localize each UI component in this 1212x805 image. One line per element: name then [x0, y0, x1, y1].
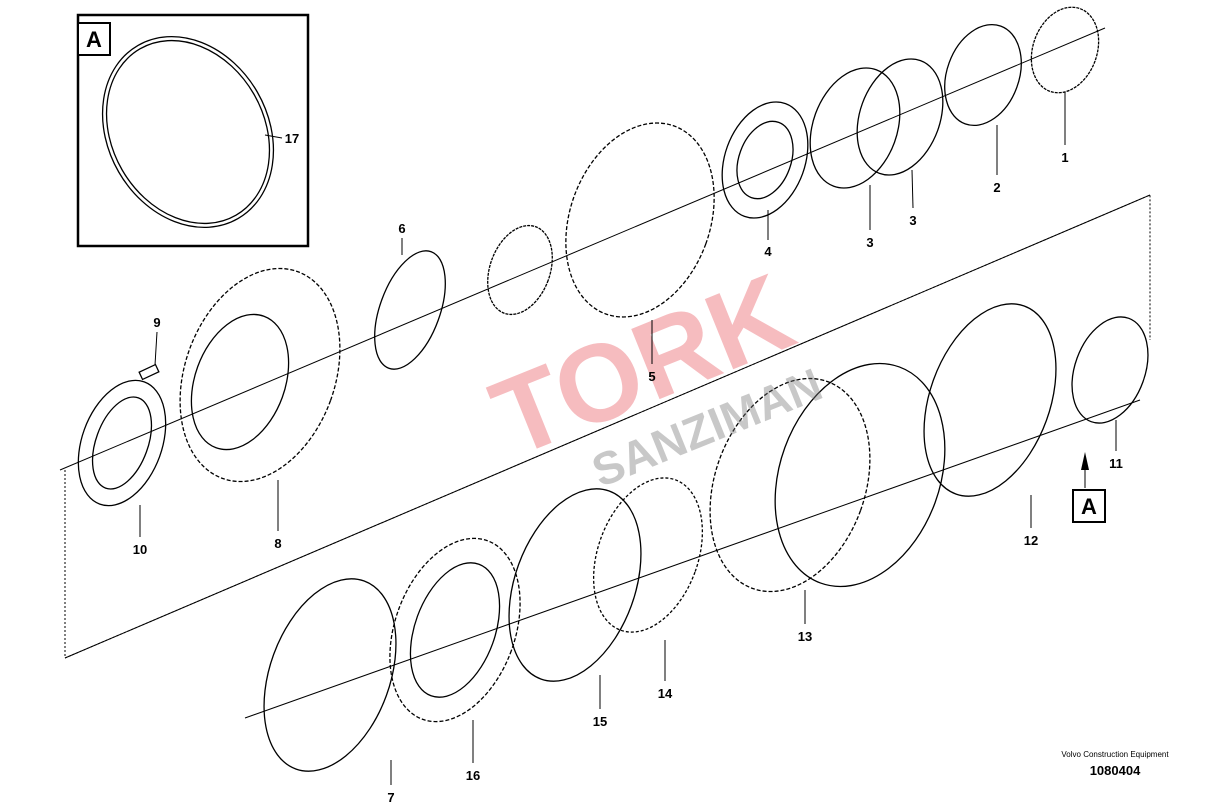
callout-10: 10 [133, 542, 147, 557]
part-5-spline [487, 224, 553, 316]
part-15-disc [508, 488, 642, 682]
callout-3: 3 [866, 235, 873, 250]
callout-5: 5 [648, 369, 655, 384]
part-1-gear-ring [1030, 6, 1100, 94]
company-name: Volvo Construction Equipment [1061, 750, 1169, 759]
callout-7: 7 [387, 790, 394, 805]
part-16-inner [409, 562, 501, 698]
callout-9: 9 [153, 315, 160, 330]
part-17-ring [101, 35, 275, 229]
part-10-inner [91, 396, 153, 490]
part-12-ring [923, 303, 1057, 497]
callout-8: 8 [274, 536, 281, 551]
inset-label: A [86, 27, 102, 52]
callout-13: 13 [798, 629, 812, 644]
callout-6: 6 [398, 221, 405, 236]
part-13-teeth [709, 377, 871, 593]
callout-2: 2 [993, 180, 1000, 195]
view-marker-label: A [1081, 494, 1097, 519]
callout-3: 3 [909, 213, 916, 228]
part-5-gear [565, 122, 715, 318]
view-arrow-icon [1081, 452, 1089, 470]
part-14-disc [592, 477, 704, 633]
part-8-inner [190, 313, 290, 451]
part-16-piston [389, 537, 521, 723]
part-3-ring [856, 58, 944, 176]
part-6-ring [374, 250, 446, 370]
leader-lines [139, 92, 1117, 785]
callout-4: 4 [764, 244, 772, 259]
part-4-bearing [721, 101, 809, 219]
part-13-drum [774, 362, 946, 588]
drawing-number: 1080404 [1089, 763, 1141, 778]
part-3-ring-b [809, 67, 901, 189]
callout-14: 14 [658, 686, 673, 701]
guide-line [64, 194, 1151, 659]
part-2-snap-ring [944, 23, 1022, 127]
part-17-ring-inner [105, 39, 271, 225]
footer: Volvo Construction Equipment 1080404 [1060, 750, 1170, 778]
inset-frame [76, 13, 310, 248]
part-7-ring [263, 578, 397, 772]
part-10-thrust-washer [77, 379, 167, 507]
part-11-snap-ring [1071, 316, 1149, 424]
part-4-bearing-inner [736, 120, 794, 200]
view-marker-box [1072, 489, 1106, 523]
callout-1: 1 [1061, 150, 1068, 165]
inset-label-box [77, 22, 111, 56]
part-8-carrier [179, 267, 341, 483]
part-9-spring [138, 363, 160, 381]
callout-17: 17 [285, 131, 299, 146]
callout-12: 12 [1024, 533, 1038, 548]
callout-15: 15 [593, 714, 607, 729]
upper-axis [59, 27, 1106, 471]
callout-11: 11 [1109, 456, 1123, 471]
callout-16: 16 [466, 768, 480, 783]
